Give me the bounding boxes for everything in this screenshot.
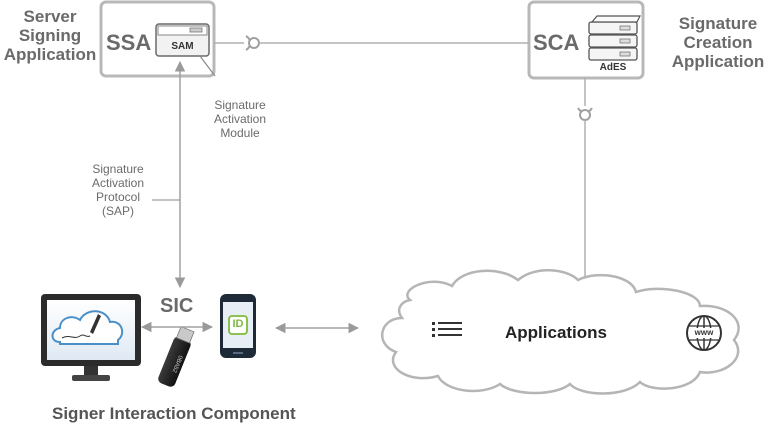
sam-description: Signature Activation Module xyxy=(213,98,267,140)
sca-abbr: SCA xyxy=(533,30,580,55)
applications-cloud xyxy=(380,269,740,395)
applications-label: Applications xyxy=(505,323,608,342)
monitor-icon xyxy=(41,294,141,381)
sam-label-pointer xyxy=(199,55,216,77)
sca-title: Signature Creation Application xyxy=(671,14,765,71)
ssa-sca-link xyxy=(214,35,529,51)
sic-caption: Signer Interaction Component xyxy=(52,404,296,423)
ssa-title: Server Signing Application xyxy=(3,7,97,64)
list-icon xyxy=(432,322,462,337)
server-stack-icon xyxy=(588,15,641,61)
sap-description: Signature Activation Protocol (SAP) xyxy=(91,162,145,218)
sca-apps-link xyxy=(577,78,593,283)
phone-icon xyxy=(220,294,256,358)
globe-icon xyxy=(686,315,722,351)
ssa-abbr: SSA xyxy=(106,30,152,55)
phone-id-badge: ID xyxy=(232,318,244,330)
usb-token-icon: 0BA52 xyxy=(158,326,195,387)
sam-label: SAM xyxy=(171,41,194,52)
sam-device xyxy=(155,23,210,57)
ades-label: AdES xyxy=(599,62,627,73)
sic-label: SIC xyxy=(160,295,194,317)
www-label: www xyxy=(694,328,714,337)
